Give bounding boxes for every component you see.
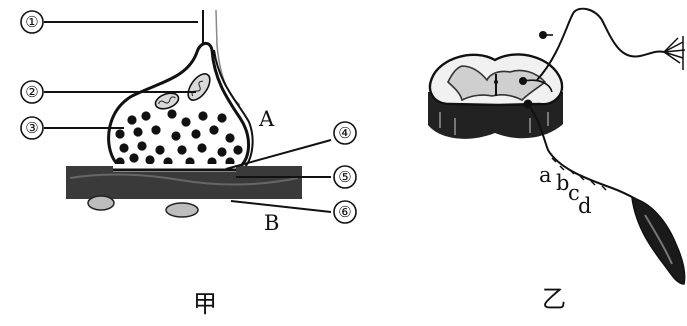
letter-a: A: [258, 107, 275, 131]
vesicle: [197, 143, 206, 152]
label-1-text: ①: [25, 13, 38, 31]
vesicle: [127, 115, 136, 124]
label-3: ③: [21, 117, 43, 139]
vesicle: [225, 133, 234, 142]
label-6-text: ⑥: [338, 203, 351, 221]
label-6: ⑥: [334, 201, 356, 223]
muscle-icon: [632, 198, 685, 284]
synapse-label-d: d: [578, 194, 591, 218]
postsynaptic-organelle: [166, 203, 198, 217]
vesicle: [171, 131, 180, 140]
caption-jia: 甲: [193, 290, 217, 318]
label-5: ⑤: [334, 166, 356, 188]
vesicle: [181, 117, 190, 126]
label-2: ②: [21, 81, 43, 103]
vesicle: [217, 113, 226, 122]
receptor-icon: [664, 38, 685, 63]
label-5-text: ⑤: [338, 168, 351, 186]
synapse-label-a: a: [539, 163, 552, 187]
vesicle: [129, 153, 138, 162]
vesicle: [191, 129, 200, 138]
synapse-diagram: ① ② ③ ④ ⑤ ⑥ A B 甲: [21, 10, 356, 318]
callout-line-6: [231, 201, 331, 212]
vesicle: [141, 111, 150, 120]
vesicle: [145, 155, 154, 164]
vesicle: [133, 127, 142, 136]
reflex-arc-diagram: a b c d 乙: [428, 9, 685, 313]
label-3-text: ③: [25, 119, 38, 137]
vesicle: [119, 143, 128, 152]
letter-b: B: [264, 211, 279, 235]
vesicle: [167, 109, 176, 118]
caption-yi: 乙: [542, 285, 566, 313]
label-4-text: ④: [338, 124, 351, 142]
postsynaptic-organelle: [88, 196, 114, 210]
vesicle: [217, 147, 226, 156]
label-4: ④: [334, 122, 356, 144]
label-2-text: ②: [25, 83, 38, 101]
label-1: ①: [21, 11, 43, 33]
vesicle: [137, 141, 146, 150]
vesicle: [115, 129, 124, 138]
vesicle: [198, 111, 207, 120]
vesicle: [177, 145, 186, 154]
vesicle: [209, 125, 218, 134]
vesicle: [151, 125, 160, 134]
vesicle: [233, 145, 242, 154]
vesicle: [155, 145, 164, 154]
central-canal-dot: [494, 80, 498, 84]
